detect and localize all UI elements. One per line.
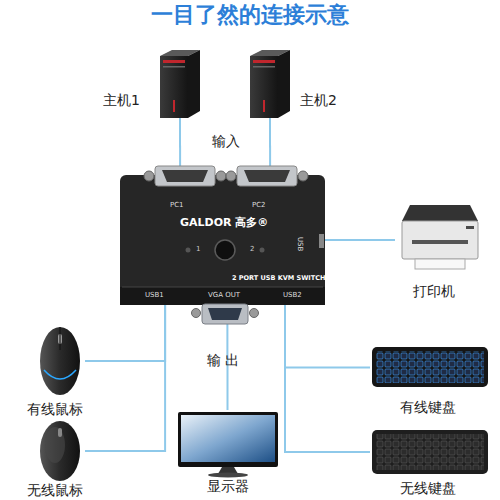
device-label: 1 <box>196 245 200 253</box>
node-label: 有线鼠标 <box>27 401 83 417</box>
cable-line <box>285 305 370 368</box>
monitor-illustration <box>178 412 278 478</box>
node-label: 打印机 <box>413 283 455 299</box>
kvm-switch: PC1 PC2GALDOR 高多® 1 2 2 PORT USB KVM SWITCH U… <box>120 175 325 305</box>
device-label: VGA OUT <box>208 291 240 299</box>
keyboard-illustration <box>372 430 488 474</box>
device-label: 2 PORT USB KVM SWITCH <box>232 275 325 282</box>
node-label: 无线键盘 <box>400 480 456 496</box>
device-label: PC1 <box>170 201 184 209</box>
node-label: 主机1 <box>103 92 140 108</box>
title: 一目了然的连接示意 <box>0 2 500 27</box>
pc-tower <box>160 50 200 118</box>
computer-node: 主机1 <box>160 50 200 118</box>
keyboard-node: 无线键盘 <box>370 428 490 476</box>
pc-tower <box>250 50 290 118</box>
mouse-node: 无线鼠标 <box>35 420 85 482</box>
mouse-illustration <box>40 421 80 481</box>
monitor-node: 显示器 <box>175 410 280 476</box>
cable-line <box>325 239 395 241</box>
printer-illustration <box>402 205 478 269</box>
node-label: 有线键盘 <box>400 399 456 415</box>
keyboard-illustration <box>372 347 488 387</box>
device-label: PC2 <box>252 201 266 209</box>
device-label: USB <box>296 237 304 251</box>
node-label: 无线鼠标 <box>27 482 83 498</box>
cable-line <box>85 305 165 361</box>
flow-label: 输 出 <box>207 352 239 368</box>
device-label: GALDOR 高多® <box>180 217 268 230</box>
cable-line <box>85 305 165 451</box>
node-label: 主机2 <box>300 92 337 108</box>
keyboard-node: 有线键盘 <box>370 345 490 390</box>
device-label: USB2 <box>283 291 302 299</box>
flow-label: 输入 <box>212 133 240 149</box>
mouse-illustration <box>40 327 80 395</box>
printer-node: 打印机 <box>395 205 480 270</box>
kvm-switch-body <box>120 166 325 324</box>
device-label: USB1 <box>145 291 164 299</box>
mouse-node: 有线鼠标 <box>35 325 85 397</box>
cable-line <box>285 305 370 452</box>
computer-node: 主机2 <box>250 50 290 118</box>
node-label: 显示器 <box>207 478 249 494</box>
device-label: 2 <box>250 245 254 253</box>
